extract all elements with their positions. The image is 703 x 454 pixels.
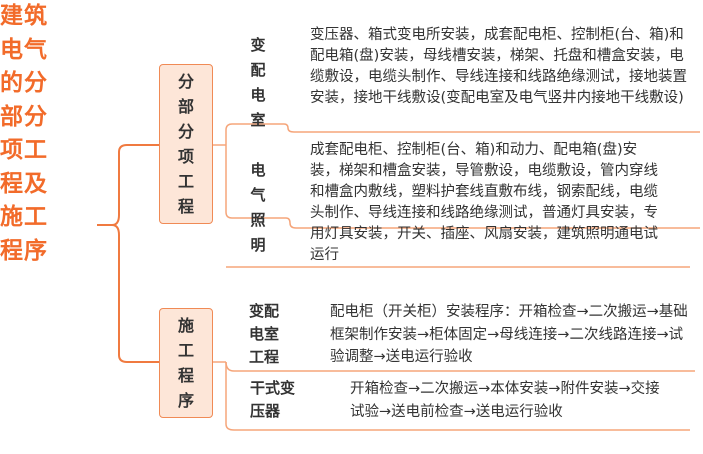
brace-bottom [111, 224, 159, 363]
brace-top [97, 144, 159, 226]
item-label-substation-work: 变配电室工程 [249, 302, 280, 366]
item-label-lighting: 电气照明 [250, 161, 266, 254]
branch-box-subdivision: 分部分项工程 [159, 64, 213, 224]
branch-box-procedure: 施工程序 [159, 308, 213, 418]
root-title: 建筑电气的分部分项工程及施工程序 [0, 3, 48, 264]
item-text-substation-work: 配电柜（开关柜）安装程序：开箱检查→二次搬运→基础框架制作安装→柜体固定→母线连… [330, 304, 688, 365]
branch-label: 分部分项工程 [177, 72, 194, 216]
item-text-substation: 变压器、箱式变电所安装，成套配电柜、控制柜(台、箱)和配电箱(盘)安装，母线槽安… [310, 27, 687, 106]
item-text-dry-transformer: 开箱检查→二次搬运→本体安装→附件安装→交接试验→送电前检查→送电运行验收 [350, 381, 660, 420]
item-label-substation: 变配电室 [250, 36, 266, 129]
item-label-dry-transformer: 干式变压器 [250, 379, 296, 420]
branch-label: 施工程序 [177, 316, 194, 410]
item-text-lighting: 成套配电柜、控制柜(台、箱)和动力、配电箱(盘)安装，梯架和槽盒安装，导管敷设，… [310, 142, 658, 263]
